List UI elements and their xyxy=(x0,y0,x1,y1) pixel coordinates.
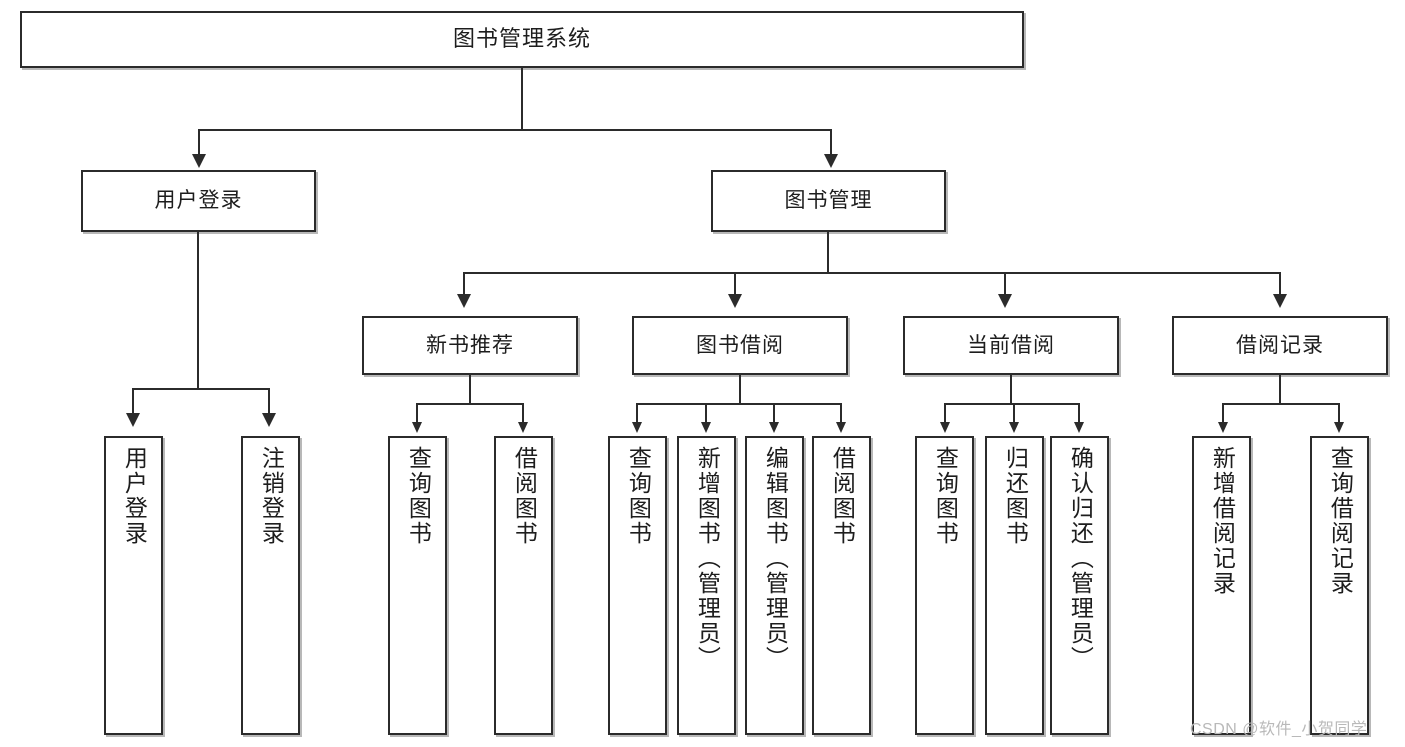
connector-cb-c1 xyxy=(944,403,946,423)
connector-cb-c3 xyxy=(1078,403,1080,423)
arrow-to-leaf-query-record xyxy=(1334,422,1344,433)
connector-bb-c3 xyxy=(773,403,775,423)
leaf-add-record[interactable]: 新增借阅记录 xyxy=(1192,436,1251,735)
connector-root-stem xyxy=(521,68,523,130)
arrow-to-leaf-confirm-return xyxy=(1074,422,1084,433)
node-label: 新增借阅记录 xyxy=(1209,446,1236,596)
node-label: 图书管理 xyxy=(784,189,873,213)
leaf-query-book-2[interactable]: 查询图书 xyxy=(608,436,667,735)
connector-user-login-bar xyxy=(132,388,269,390)
arrow-to-leaf-borrow-book-2 xyxy=(836,422,846,433)
connector-current-borrow-stem xyxy=(1010,375,1012,404)
connector-new-book-stem xyxy=(469,375,471,404)
leaf-confirm-return[interactable]: 确认归还（管理员） xyxy=(1050,436,1109,735)
node-label: 查询借阅记录 xyxy=(1327,446,1354,596)
connector-bm-to-book-borrow xyxy=(734,272,736,296)
connector-new-book-bar xyxy=(416,403,524,405)
leaf-borrow-book-1[interactable]: 借阅图书 xyxy=(494,436,553,735)
node-label: 借阅图书 xyxy=(511,446,538,546)
node-label: 当前借阅 xyxy=(967,333,1055,357)
connector-root-to-book-management xyxy=(830,129,832,156)
connector-book-borrow-bar xyxy=(636,403,842,405)
arrow-to-leaf-add-book xyxy=(701,422,711,433)
connector-bb-c2 xyxy=(705,403,707,423)
leaf-query-book-1[interactable]: 查询图书 xyxy=(388,436,447,735)
arrow-to-leaf-query-book-2 xyxy=(632,422,642,433)
leaf-query-book-3[interactable]: 查询图书 xyxy=(915,436,974,735)
node-label: 借阅图书 xyxy=(829,446,856,546)
node-root-system[interactable]: 图书管理系统 xyxy=(20,11,1024,68)
connector-book-borrow-stem xyxy=(739,375,741,404)
connector-root-bar xyxy=(198,129,832,131)
connector-bb-c1 xyxy=(636,403,638,423)
connector-bm-to-current-borrow xyxy=(1004,272,1006,296)
arrow-to-leaf-return-book xyxy=(1009,422,1019,433)
node-label: 编辑图书（管理员） xyxy=(762,446,789,671)
node-label: 查询图书 xyxy=(625,446,652,546)
connector-bb-c4 xyxy=(840,403,842,423)
node-label: 查询图书 xyxy=(932,446,959,546)
leaf-user-login[interactable]: 用户登录 xyxy=(104,436,163,735)
connector-root-to-user-login xyxy=(198,129,200,156)
node-label: 借阅记录 xyxy=(1236,333,1324,357)
leaf-add-book[interactable]: 新增图书（管理员） xyxy=(677,436,736,735)
connector-user-login-left xyxy=(132,388,134,415)
node-label: 图书借阅 xyxy=(696,333,784,357)
arrow-to-user-login xyxy=(192,154,206,168)
arrow-to-book-borrow xyxy=(728,294,742,308)
node-label: 图书管理系统 xyxy=(452,26,591,52)
node-book-management[interactable]: 图书管理 xyxy=(711,170,946,232)
arrow-to-leaf-user-login xyxy=(126,413,140,427)
connector-br-c2 xyxy=(1338,403,1340,423)
connector-user-login-right xyxy=(268,388,270,415)
arrow-to-new-book-recommend xyxy=(457,294,471,308)
node-label: 新书推荐 xyxy=(426,333,514,357)
connector-book-management-bar xyxy=(463,272,1281,274)
connector-current-borrow-bar xyxy=(944,403,1079,405)
node-label: 用户登录 xyxy=(154,189,243,213)
leaf-edit-book[interactable]: 编辑图书（管理员） xyxy=(745,436,804,735)
connector-br-c1 xyxy=(1222,403,1224,423)
connector-bm-to-new-book xyxy=(463,272,465,296)
arrow-to-leaf-user-logout xyxy=(262,413,276,427)
leaf-query-record[interactable]: 查询借阅记录 xyxy=(1310,436,1369,735)
arrow-to-leaf-query-book-3 xyxy=(940,422,950,433)
leaf-borrow-book-2[interactable]: 借阅图书 xyxy=(812,436,871,735)
node-label: 注销登录 xyxy=(258,446,285,546)
connector-user-login-stem xyxy=(197,232,199,389)
node-label: 查询图书 xyxy=(405,446,432,546)
leaf-return-book[interactable]: 归还图书 xyxy=(985,436,1044,735)
arrow-to-borrow-record xyxy=(1273,294,1287,308)
arrow-to-leaf-query-book-1 xyxy=(412,422,422,433)
node-user-login[interactable]: 用户登录 xyxy=(81,170,316,232)
arrow-to-leaf-edit-book xyxy=(769,422,779,433)
connector-bm-to-borrow-record xyxy=(1279,272,1281,296)
connector-borrow-record-stem xyxy=(1279,375,1281,404)
connector-borrow-record-bar xyxy=(1222,403,1339,405)
node-book-borrow[interactable]: 图书借阅 xyxy=(632,316,848,375)
node-new-book-recommend[interactable]: 新书推荐 xyxy=(362,316,578,375)
arrow-to-current-borrow xyxy=(998,294,1012,308)
node-label: 归还图书 xyxy=(1002,446,1029,546)
arrow-to-leaf-borrow-book-1 xyxy=(518,422,528,433)
watermark-text: CSDN @软件_小贺同学 xyxy=(1190,721,1368,738)
arrow-to-leaf-add-record xyxy=(1218,422,1228,433)
node-label: 用户登录 xyxy=(121,446,148,546)
node-borrow-record[interactable]: 借阅记录 xyxy=(1172,316,1388,375)
connector-cb-c2 xyxy=(1013,403,1015,423)
leaf-user-logout[interactable]: 注销登录 xyxy=(241,436,300,735)
connector-new-book-c1 xyxy=(416,403,418,423)
arrow-to-book-management xyxy=(824,154,838,168)
node-current-borrow[interactable]: 当前借阅 xyxy=(903,316,1119,375)
node-label: 确认归还（管理员） xyxy=(1067,446,1094,671)
connector-new-book-c2 xyxy=(522,403,524,423)
node-label: 新增图书（管理员） xyxy=(694,446,721,671)
connector-book-management-stem xyxy=(827,232,829,273)
